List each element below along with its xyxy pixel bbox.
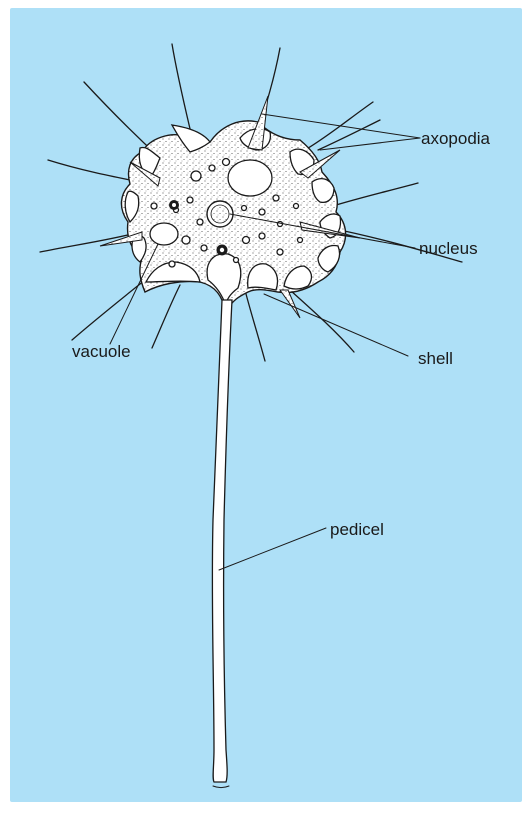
label-nucleus: nucleus (419, 239, 478, 258)
nucleus-structure (207, 201, 233, 227)
label-vacuole: vacuole (72, 342, 131, 361)
label-pedicel: pedicel (330, 520, 384, 539)
label-axopodia: axopodia (421, 129, 491, 148)
label-shell: shell (418, 349, 453, 368)
pedicel-stalk (212, 300, 232, 788)
